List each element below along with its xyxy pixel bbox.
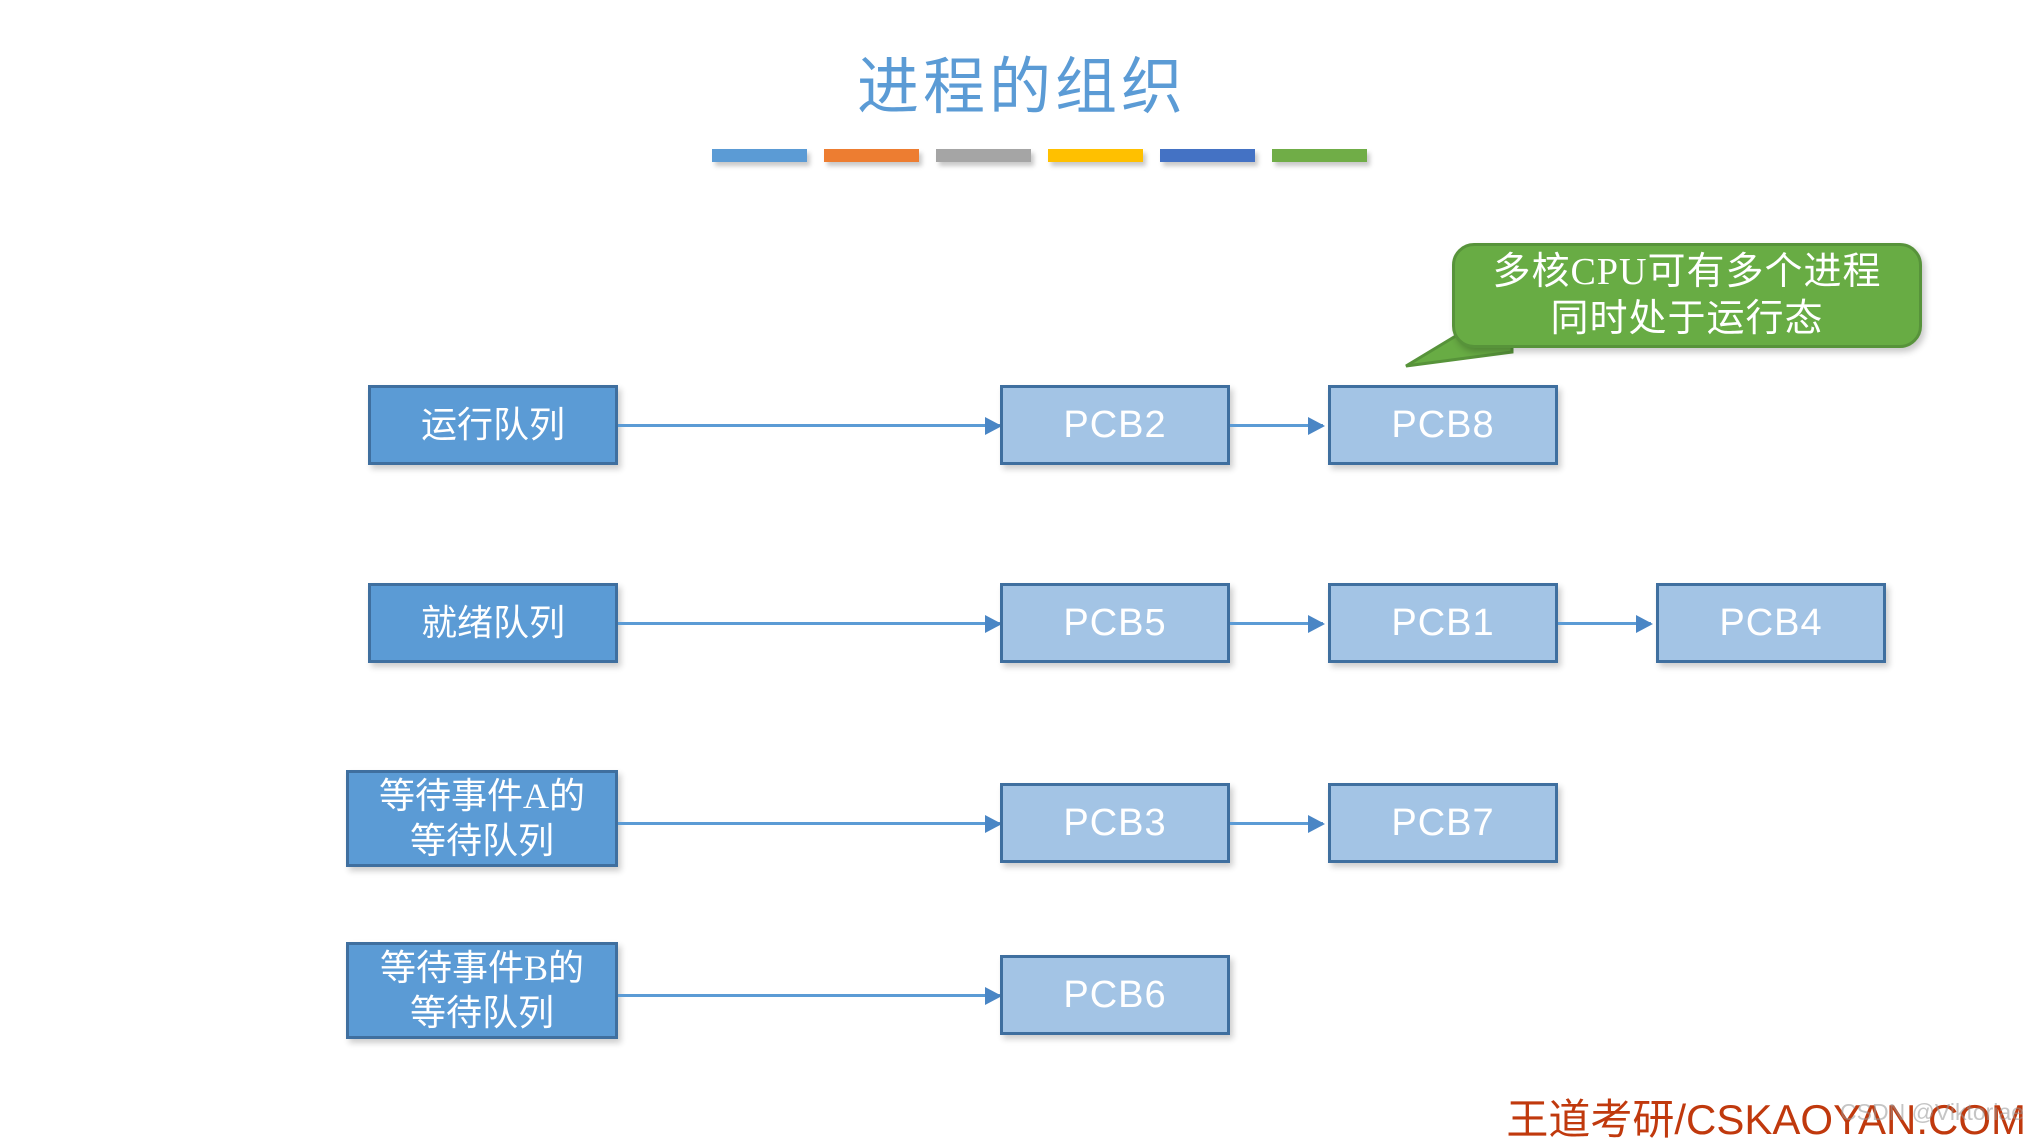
queue-label-line: 运行队列 — [420, 404, 565, 445]
queue-label-line: 就绪队列 — [420, 602, 565, 643]
pcb-label: PCB1 — [1391, 601, 1495, 644]
color-bar-gold — [1048, 149, 1143, 162]
pcb-box-pcb8[interactable]: PCB8 — [1328, 385, 1558, 465]
queue-label-line: 等待事件A的 — [379, 775, 585, 816]
pcb-label: PCB5 — [1063, 601, 1167, 644]
pcb-label: PCB3 — [1063, 801, 1167, 844]
callout-line-1: 多核CPU可有多个进程 — [1492, 251, 1882, 294]
pcb-box-pcb1[interactable]: PCB1 — [1328, 583, 1558, 663]
callout-line-2: 同时处于运行态 — [1550, 297, 1824, 340]
pcb-label: PCB2 — [1063, 403, 1167, 446]
footer-brand: 王道考研/CSKAOYAN.COM — [1506, 1096, 2026, 1143]
pcb-box-pcb5[interactable]: PCB5 — [1000, 583, 1230, 663]
pcb-label: PCB7 — [1391, 801, 1495, 844]
pcb-label: PCB8 — [1391, 403, 1495, 446]
queue-label-line: 等待队列 — [409, 992, 554, 1033]
color-bar-green — [1272, 149, 1367, 162]
queue-label-wait-b[interactable]: 等待事件B的 等待队列 — [346, 942, 618, 1039]
connector-pcb2-to-pcb8 — [1230, 424, 1323, 427]
connector-wait-b-to-pcb6 — [618, 994, 1000, 997]
queue-label-line: 等待队列 — [409, 820, 554, 861]
connector-run-to-pcb2 — [618, 424, 1000, 427]
connector-pcb5-to-pcb1 — [1230, 622, 1323, 625]
color-bar-orange — [824, 149, 919, 162]
csdn-watermark: CSDN @Viktoriae — [1840, 1099, 2024, 1125]
queue-label-wait-a[interactable]: 等待事件A的 等待队列 — [346, 770, 618, 867]
pcb-box-pcb6[interactable]: PCB6 — [1000, 955, 1230, 1035]
color-bar-blue — [712, 149, 807, 162]
pcb-box-pcb3[interactable]: PCB3 — [1000, 783, 1230, 863]
pcb-label: PCB6 — [1063, 973, 1167, 1016]
color-bar-gray — [936, 149, 1031, 162]
callout-bubble: 多核CPU可有多个进程 同时处于运行态 — [1452, 243, 1922, 348]
connector-ready-to-pcb5 — [618, 622, 1000, 625]
queue-label-ready[interactable]: 就绪队列 — [368, 583, 618, 663]
pcb-label: PCB4 — [1719, 601, 1823, 644]
queue-label-run[interactable]: 运行队列 — [368, 385, 618, 465]
pcb-box-pcb2[interactable]: PCB2 — [1000, 385, 1230, 465]
connector-wait-a-to-pcb3 — [618, 822, 1000, 825]
color-bar-dark-blue — [1160, 149, 1255, 162]
decorative-color-bars — [712, 149, 1367, 162]
pcb-box-pcb7[interactable]: PCB7 — [1328, 783, 1558, 863]
connector-pcb1-to-pcb4 — [1558, 622, 1651, 625]
pcb-box-pcb4[interactable]: PCB4 — [1656, 583, 1886, 663]
connector-pcb3-to-pcb7 — [1230, 822, 1323, 825]
page-title: 进程的组织 — [856, 54, 1187, 122]
queue-label-line: 等待事件B的 — [379, 947, 584, 988]
